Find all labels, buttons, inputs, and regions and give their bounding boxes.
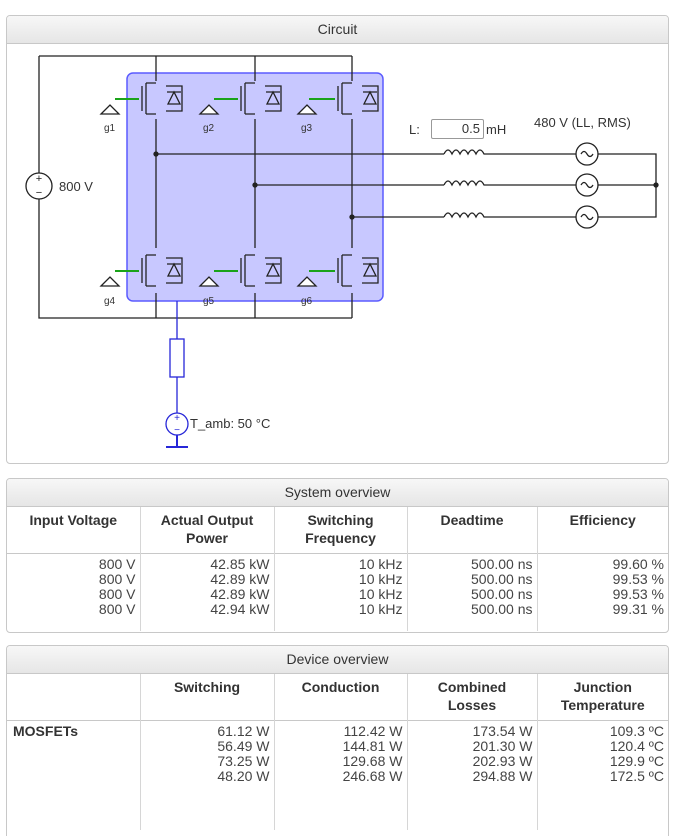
gate-driver-icon xyxy=(115,98,335,272)
table-header-row: Switching Conduction Combined Losses Jun… xyxy=(7,674,668,720)
table-row: MOSFETs 61.12 W 56.49 W 73.25 W 48.20 W … xyxy=(7,720,668,830)
circuit-panel: Circuit + − xyxy=(6,15,669,464)
gate-label-g5: g5 xyxy=(203,296,215,307)
col-efficiency: Efficiency xyxy=(569,512,636,528)
col-device xyxy=(7,674,141,720)
col-switching: Switching xyxy=(140,674,275,720)
load-voltage-label: 480 V (LL, RMS) xyxy=(534,115,631,130)
gate-label-g2: g2 xyxy=(203,123,215,134)
conduction-loss-cell: 112.42 W 144.81 W 129.68 W 246.68 W xyxy=(274,720,408,830)
device-overview-title: Device overview xyxy=(7,646,668,674)
input-voltage-cell: 800 V 800 V 800 V 800 V xyxy=(7,553,141,631)
combined-loss-cell: 173.54 W 201.30 W 202.93 W 294.88 W xyxy=(407,720,538,830)
col-input-voltage: Input Voltage xyxy=(7,507,141,553)
gate-label-g6: g6 xyxy=(301,296,313,307)
mosfet-icon xyxy=(141,82,379,287)
switching-loss-cell: 61.12 W 56.49 W 73.25 W 48.20 W xyxy=(140,720,275,830)
gate-label-g1: g1 xyxy=(104,123,116,134)
device-name-cell: MOSFETs xyxy=(7,720,141,830)
switching-frequency-cell: 10 kHz 10 kHz 10 kHz 10 kHz xyxy=(274,553,408,631)
device-overview-panel: Device overview Switching Conduction Com… xyxy=(6,645,669,836)
col-deadtime: Deadtime xyxy=(407,507,538,553)
inductor-value-input[interactable]: 0.5 xyxy=(431,119,484,139)
system-overview-title: System overview xyxy=(7,479,668,507)
dc-source-icon: + − xyxy=(25,172,53,200)
inductor-unit: mH xyxy=(486,122,507,137)
col-conduction: Conduction xyxy=(274,674,408,720)
svg-text:−: − xyxy=(36,187,42,199)
svg-text:+: + xyxy=(174,413,180,424)
deadtime-cell: 500.00 ns 500.00 ns 500.00 ns 500.00 ns xyxy=(407,553,538,631)
efficiency-cell: 99.60 % 99.53 % 99.53 % 99.31 % xyxy=(612,555,664,617)
table-header-row: Input Voltage Actual Output Power Switch… xyxy=(7,507,668,553)
gate-label-g4: g4 xyxy=(104,296,116,307)
ac-source-icon xyxy=(575,142,659,229)
gate-label-g3: g3 xyxy=(301,123,313,134)
system-overview-panel: System overview Input Voltage Actual Out… xyxy=(6,478,669,633)
table-row: 800 V 800 V 800 V 800 V 42.85 kW 42.89 k… xyxy=(7,553,668,631)
system-overview-table: Input Voltage Actual Output Power Switch… xyxy=(7,507,668,631)
ambient-temp-label: T_amb: 50 °C xyxy=(190,416,271,431)
device-overview-table: Switching Conduction Combined Losses Jun… xyxy=(7,674,668,830)
svg-text:−: − xyxy=(174,425,180,436)
svg-text:+: + xyxy=(36,173,42,185)
circuit-diagram: + − xyxy=(25,55,659,448)
inductor-label: L: xyxy=(409,122,420,137)
thermal-resistor xyxy=(169,338,185,378)
col-junction-temperature: Junction Temperature xyxy=(560,679,645,713)
junction-temp-cell: 109.3 ºC 120.4 ºC 129.9 ºC 172.5 ºC xyxy=(609,722,664,784)
output-power-cell: 42.85 kW 42.89 kW 42.89 kW 42.94 kW xyxy=(140,553,275,631)
ambient-source-icon: + − xyxy=(165,412,189,448)
inductor-icon xyxy=(443,149,576,219)
col-switching-frequency: Switching Frequency xyxy=(274,507,408,553)
col-actual-output-power: Actual Output Power xyxy=(140,507,275,553)
col-combined-losses: Combined Losses xyxy=(407,674,538,720)
circuit-title: Circuit xyxy=(7,16,668,44)
dc-source-label: 800 V xyxy=(59,179,93,194)
